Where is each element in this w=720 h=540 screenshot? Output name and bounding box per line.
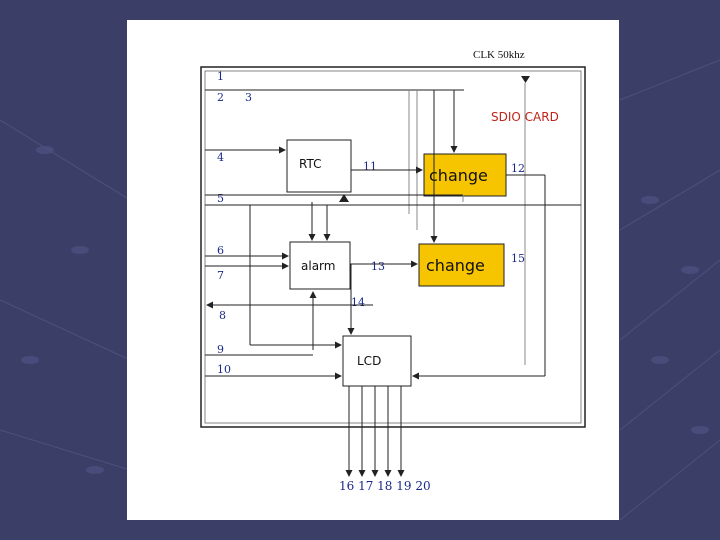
pin-14: 14	[351, 296, 365, 309]
alarm-block	[289, 241, 351, 290]
wires	[205, 83, 581, 477]
change-bottom-label: change	[426, 256, 485, 275]
outer-frame	[200, 66, 586, 428]
pin-12: 12	[511, 162, 525, 175]
clock-label: CLK 50khz	[473, 49, 525, 61]
diagram-panel: CLK 50khz SDIO CARD 1 2 3 4 5 6 7 8 9 10…	[127, 20, 619, 520]
rtc-block	[286, 139, 352, 193]
alarm-label: alarm	[301, 259, 335, 273]
bus-pin-labels: 16 17 18 19 20	[339, 479, 431, 493]
pin-3: 3	[245, 91, 252, 104]
block-diagram: CLK 50khz SDIO CARD 1 2 3 4 5 6 7 8 9 10…	[200, 49, 586, 493]
pin-2: 2	[217, 91, 224, 104]
pin-8: 8	[219, 309, 226, 322]
lcd-label: LCD	[357, 354, 381, 368]
rtc-label: RTC	[299, 157, 321, 171]
pin-6: 6	[217, 244, 224, 257]
pin-5: 5	[217, 192, 224, 205]
clock-arrow-icon	[521, 76, 530, 83]
pin-7: 7	[217, 269, 224, 282]
pin-4: 4	[217, 151, 224, 164]
pin-15: 15	[511, 252, 525, 265]
inner-frame	[204, 70, 582, 424]
pin-11: 11	[363, 160, 377, 173]
pin-9: 9	[217, 343, 224, 356]
pin-10: 10	[217, 363, 231, 376]
change-block-bottom	[418, 243, 505, 287]
lcd-block	[342, 335, 412, 387]
pin-13: 13	[371, 260, 385, 273]
change-top-label: change	[429, 166, 488, 185]
pin-1: 1	[217, 70, 224, 83]
